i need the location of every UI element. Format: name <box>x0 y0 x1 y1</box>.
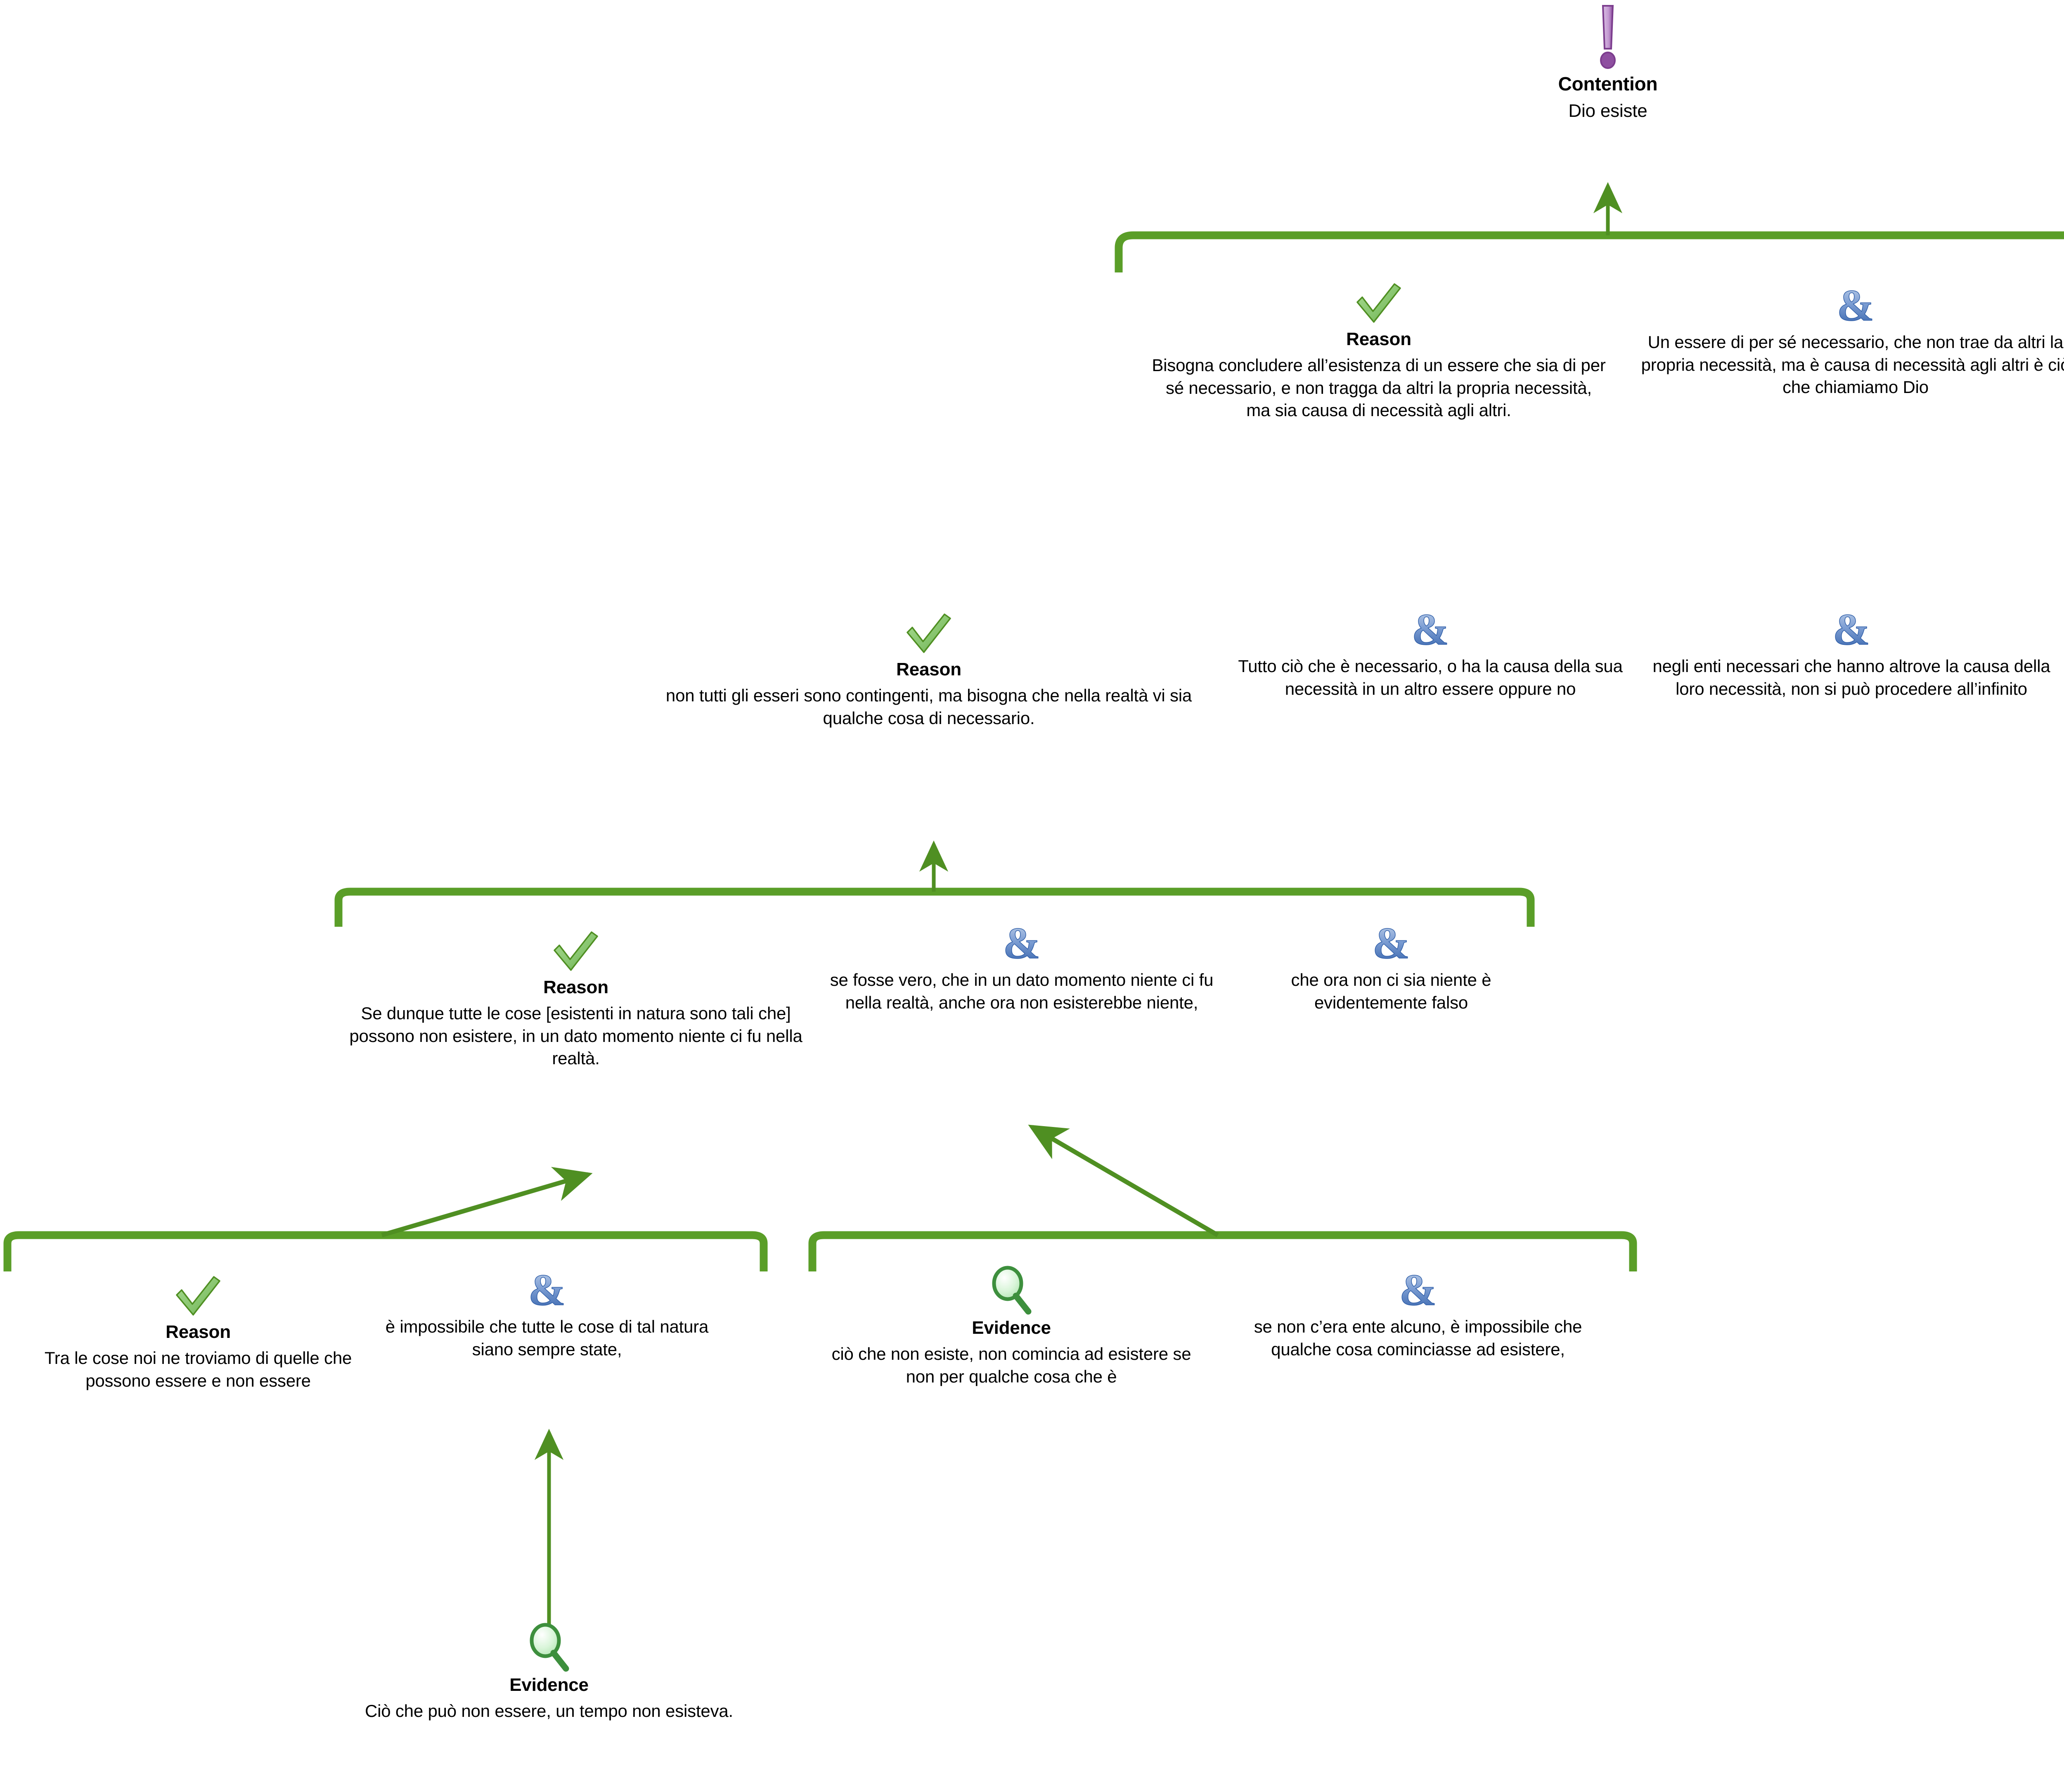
ampersand-icon: & <box>372 1265 722 1315</box>
node-text: Se dunque tutte le cose [esistenti in na… <box>349 1003 802 1068</box>
green-check-icon <box>660 611 1197 656</box>
magnifying-glass-icon <box>817 1265 1205 1315</box>
svg-text:&: & <box>1834 605 1869 651</box>
node-text: è impossibile che tutte le cose di tal n… <box>385 1317 709 1359</box>
ampersand-icon: & <box>1641 605 2062 655</box>
node-evidence-2[interactable]: Evidence Ciò che può non essere, un temp… <box>357 1622 741 1723</box>
node-text: ciò che non esiste, non comincia ad esis… <box>831 1344 1191 1386</box>
green-check-icon <box>25 1274 372 1319</box>
bracket-to-contention <box>1115 231 2064 272</box>
green-check-icon <box>1152 281 1606 326</box>
node-text: Dio esiste <box>1568 101 1647 121</box>
node-copremise-1[interactable]: & Un essere di per sé necessario, che no… <box>1631 281 2064 399</box>
node-type-label: Reason <box>896 659 961 679</box>
ampersand-icon: & <box>826 918 1218 968</box>
svg-text:&: & <box>1004 919 1039 965</box>
svg-text:&: & <box>1413 605 1448 651</box>
node-type-label: Reason <box>166 1322 231 1342</box>
ampersand-icon: & <box>1222 1265 1614 1315</box>
node-contention[interactable]: Contention Dio esiste <box>1443 4 1773 123</box>
node-type-label: Reason <box>543 977 608 997</box>
node-type-label: Contention <box>1558 73 1658 95</box>
node-text: Tra le cose noi ne troviamo di quelle ch… <box>44 1348 352 1390</box>
node-copremise-2[interactable]: & Tutto ciò che è necessario, o ha la ca… <box>1230 605 1631 700</box>
svg-text:&: & <box>1400 1266 1436 1311</box>
node-text: se non c’era ente alcuno, è impossibile … <box>1254 1317 1582 1359</box>
svg-text:&: & <box>1838 281 1873 327</box>
svg-text:&: & <box>1373 919 1409 965</box>
node-text: non tutti gli esseri sono contingenti, m… <box>665 685 1192 728</box>
node-reason-4[interactable]: Reason Tra le cose noi ne troviamo di qu… <box>25 1274 372 1392</box>
ampersand-icon: & <box>1249 918 1534 968</box>
node-text: negli enti necessari che hanno altrove l… <box>1652 656 2050 698</box>
node-text: Un essere di per sé necessario, che non … <box>1641 332 2064 397</box>
arrow-bracket4-to-copremise-5 <box>1028 1124 1219 1237</box>
node-reason-3[interactable]: Reason Se dunque tutte le cose [esistent… <box>343 929 809 1070</box>
node-type-label: Evidence <box>509 1675 589 1695</box>
node-copremise-8[interactable]: & se non c’era ente alcuno, è impossibil… <box>1222 1265 1614 1361</box>
node-evidence-1[interactable]: Evidence ciò che non esiste, non cominci… <box>817 1265 1205 1388</box>
node-text: Bisogna concludere all’esistenza di un e… <box>1152 355 1606 420</box>
node-reason-1[interactable]: Reason Bisogna concludere all’esistenza … <box>1152 281 1606 422</box>
green-check-icon <box>343 929 809 974</box>
node-text: che ora non ci sia niente è evidentement… <box>1291 970 1491 1012</box>
exclamation-mark-icon <box>1443 4 1773 70</box>
node-type-label: Evidence <box>972 1318 1051 1338</box>
ampersand-icon: & <box>1230 605 1631 655</box>
svg-text:&: & <box>529 1266 565 1311</box>
node-copremise-6[interactable]: & che ora non ci sia niente è evidenteme… <box>1249 918 1534 1014</box>
node-reason-2[interactable]: Reason non tutti gli esseri sono conting… <box>660 611 1197 729</box>
node-text: Tutto ciò che è necessario, o ha la caus… <box>1238 656 1623 698</box>
arrow-bracket3-to-reason-3 <box>381 1167 593 1238</box>
node-text: Ciò che può non essere, un tempo non esi… <box>365 1701 734 1721</box>
ampersand-icon: & <box>1631 281 2064 331</box>
node-copremise-7[interactable]: & è impossibile che tutte le cose di tal… <box>372 1265 722 1361</box>
magnifying-glass-icon <box>357 1622 741 1672</box>
node-copremise-5[interactable]: & se fosse vero, che in un dato momento … <box>826 918 1218 1014</box>
node-copremise-3[interactable]: & negli enti necessari che hanno altrove… <box>1641 605 2062 700</box>
node-text: se fosse vero, che in un dato momento ni… <box>830 970 1214 1012</box>
node-type-label: Reason <box>1346 329 1411 349</box>
